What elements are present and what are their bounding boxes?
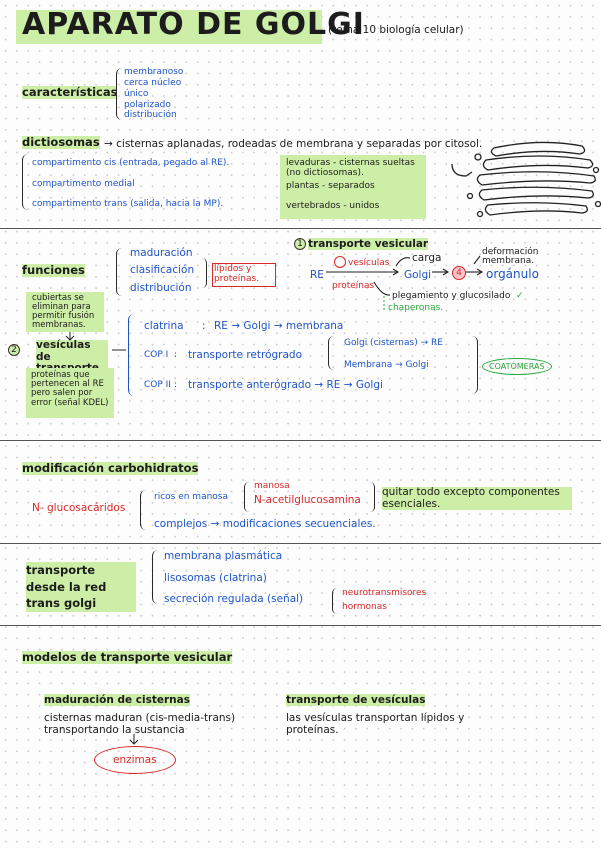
transporte-red-brace — [152, 550, 158, 604]
funciones-right-brace — [202, 258, 207, 288]
caracteristica-item: único — [124, 89, 149, 99]
section-divider — [0, 625, 601, 626]
transporte-chaperonas: chaperonas. — [388, 303, 444, 313]
organismo-plantas: plantas - separados — [286, 181, 375, 191]
funciones-tag: lípidos y proteínas. — [212, 263, 276, 287]
section-divider — [0, 543, 601, 544]
coatomeras-label: COATÓMERAS — [482, 358, 552, 376]
cop1-sep: : — [174, 350, 178, 360]
cop1-name: COP I — [144, 350, 169, 360]
caracteristicas-brace — [116, 68, 123, 120]
cop2-sep: : — [174, 380, 178, 390]
transporte-deformacion: deformación membrana. — [482, 247, 539, 267]
senal-neurotransmisores: neurotransmisores — [342, 588, 427, 598]
modelo-vesiculas-text: las vesículas transportan lípidos y prot… — [286, 712, 465, 736]
cop2-name: COP II — [144, 380, 171, 390]
transporte-step-badge: 4 — [452, 266, 466, 280]
cop1-item: Golgi (cisternas) → RE — [344, 338, 443, 348]
transporte-red-heading: transporte desde la red trans golgi — [26, 562, 136, 613]
clatrina-name: clatrina — [144, 320, 184, 332]
kdel-text: proteínas que pertenecen al RE pero sale… — [31, 370, 109, 408]
cop2-route: transporte anterógrado → RE → Golgi — [188, 379, 383, 391]
compartimento-trans: compartimento trans (salida, hacia la MP… — [32, 199, 224, 209]
ricos-right-brace — [370, 482, 375, 512]
page-subtitle: (tema 10 biología celular) — [328, 24, 464, 36]
vesiculas-brace — [128, 314, 135, 396]
transporte-vesiculas: vesículas — [348, 258, 390, 268]
organismos-note — [280, 155, 426, 219]
red-membrana-plasmatica: membrana plasmática — [164, 550, 283, 562]
modelo-vesiculas-title: transporte de vesículas — [286, 694, 426, 707]
vesicula-circle — [334, 256, 346, 268]
transporte-organulo: orgánulo — [486, 267, 539, 281]
dictiosomas-heading: dictiosomas — [22, 135, 100, 150]
funcion-clasificacion: clasificación — [130, 264, 195, 276]
red-lisosomas: lisosomas (clatrina) — [164, 572, 267, 584]
coatomeras-brace — [472, 336, 478, 394]
clatrina-sep: : — [202, 320, 206, 332]
complejos-line: complejos → modificaciones secuenciales. — [154, 518, 376, 530]
red-secrecion: secreción regulada (señal) — [164, 593, 304, 605]
transporte-plegamiento: plegamiento y glucosilado — [392, 291, 511, 301]
caracteristica-item: membranoso — [124, 67, 184, 77]
transporte-vesicular-number: 1 — [294, 238, 306, 250]
cop1-brace — [328, 336, 334, 370]
transporte-carga: carga — [412, 252, 442, 264]
compartimento-medial: compartimento medial — [32, 179, 135, 189]
section-divider — [0, 440, 601, 441]
vesiculas-number: 2 — [8, 344, 20, 356]
senal-brace — [332, 588, 337, 614]
compartimento-cis: compartimento cis (entrada, pegado al RE… — [32, 158, 230, 168]
ricos-result: quitar todo excepto componentes esencial… — [382, 486, 572, 511]
modificacion-brace — [140, 490, 146, 530]
funciones-brace — [116, 248, 123, 296]
page-title: APARATO DE GOLGI — [22, 7, 365, 42]
clatrina-route: RE → Golgi → membrana — [214, 320, 344, 332]
caracteristica-item: polarizado — [124, 100, 171, 110]
modelos-heading: modelos de transporte vesicular — [22, 650, 233, 665]
enzimas-label: enzimas — [94, 746, 176, 775]
transporte-proteinas: proteínas — [332, 281, 375, 291]
section-divider — [0, 228, 601, 229]
modificacion-heading: modificación carbohidratos — [22, 461, 199, 476]
ricos-brace — [244, 482, 249, 512]
organismo-levaduras: levaduras - cisternas sueltas (no dictio… — [286, 158, 415, 178]
funciones-heading: funciones — [22, 263, 85, 278]
acetilglucosamina-item: N-acetilglucosamina — [254, 494, 361, 506]
organismo-vertebrados: vertebrados - unidos — [286, 201, 380, 211]
senal-hormonas: hormonas — [342, 602, 387, 612]
modelo-maduracion-title: maduración de cisternas — [44, 694, 190, 707]
manosa-item: manosa — [254, 481, 290, 491]
caracteristicas-heading: características — [22, 85, 118, 100]
cubiertas-note — [26, 292, 104, 332]
cop1-item: Membrana → Golgi — [344, 360, 429, 370]
title-highlight — [16, 10, 322, 44]
transporte-golgi: Golgi — [404, 269, 432, 281]
modelo-maduracion-text: cisternas maduran (cis-media-trans) tran… — [44, 712, 236, 736]
cubiertas-text: cubiertas se eliminan para permitir fusi… — [32, 293, 95, 330]
caracteristica-item: distribución — [124, 110, 177, 120]
dictiosomas-description: → cisternas aplanadas, rodeadas de membr… — [104, 138, 483, 150]
cop1-route: transporte retrógrado — [188, 349, 302, 361]
ricos-en-manosa: ricos en manosa — [154, 492, 229, 502]
kdel-note — [26, 368, 114, 418]
caracteristica-item: cerca núcleo — [124, 78, 182, 88]
funcion-maduracion: maduración — [130, 247, 193, 259]
compartimentos-brace — [22, 154, 29, 210]
transporte-vesicular-heading: transporte vesicular — [308, 238, 429, 251]
funcion-distribucion: distribución — [130, 282, 192, 294]
transporte-re: RE — [310, 269, 324, 281]
transporte-check: ✓ — [516, 291, 524, 301]
n-glucosacaridos-label: N- glucosacáridos — [32, 502, 126, 514]
